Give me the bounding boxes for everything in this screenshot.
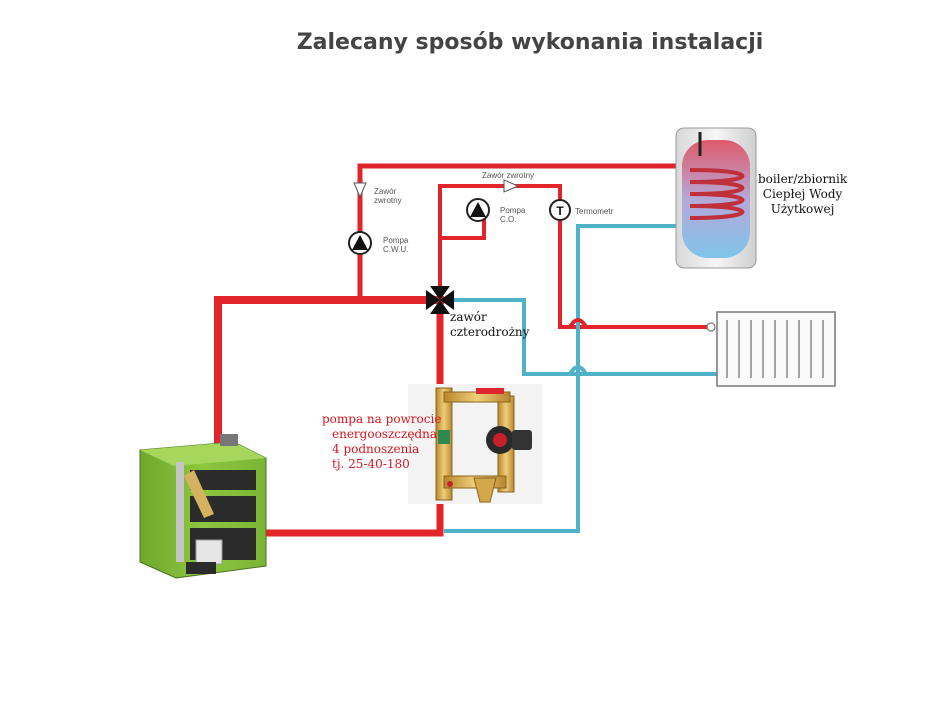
label-line: Pompa [500, 206, 526, 215]
pump-icon [466, 198, 490, 222]
pump-group [408, 384, 542, 504]
label-line: energooszczędna [332, 427, 437, 441]
label-line: tj. 25-40-180 [332, 457, 410, 471]
label-line: Pompa [383, 236, 409, 245]
pipe-crossing-red [568, 318, 588, 329]
four-way-valve-icon [426, 286, 454, 314]
label-line: C.W.U. [383, 245, 409, 254]
return-pipes [444, 224, 720, 533]
label-four-way-valve: zawór czterodrożny [450, 310, 529, 340]
label-line: C.O. [500, 215, 517, 224]
label-line: 4 podnoszenia [332, 442, 420, 456]
radiator-icon [706, 311, 836, 387]
label-boiler-tank: boiler/zbiornik Ciepłej Wody Użytkowej [758, 172, 847, 217]
label-line: pompa na powrocie [322, 412, 442, 426]
label-line: Zawór [374, 187, 397, 196]
pipe-crossing-blue [568, 365, 588, 376]
label-line: zwrotny [374, 196, 402, 205]
label-line: zawór [450, 310, 487, 324]
label-line: boiler/zbiornik [758, 172, 848, 186]
pellet-boiler-icon [139, 434, 267, 579]
thermometer-icon: T [549, 199, 571, 221]
label-line: czterodrożny [450, 325, 530, 339]
label-line: Użytkowej [770, 202, 835, 216]
label-check-valve-ch: Zawór zwrotny [482, 171, 535, 180]
page-title: Zalecany sposób wykonania instalacji [296, 30, 764, 55]
pump-icon [348, 231, 372, 255]
label-check-valve-dhw: Zawór zwrotny [374, 187, 402, 205]
label-pump-dhw: Pompa C.W.U. [383, 236, 408, 254]
svg-text:T: T [556, 204, 564, 218]
check-valve-icon [353, 182, 367, 199]
label-return-pump: pompa na powrocie energooszczędna 4 podn… [322, 412, 441, 472]
check-valve-icon [503, 179, 520, 193]
label-thermometer: Termometr [575, 207, 614, 216]
label-line: Ciepłej Wody [762, 187, 843, 201]
hot-water-tank-icon [675, 127, 757, 269]
label-pump-ch: Pompa C.O. [500, 206, 525, 224]
